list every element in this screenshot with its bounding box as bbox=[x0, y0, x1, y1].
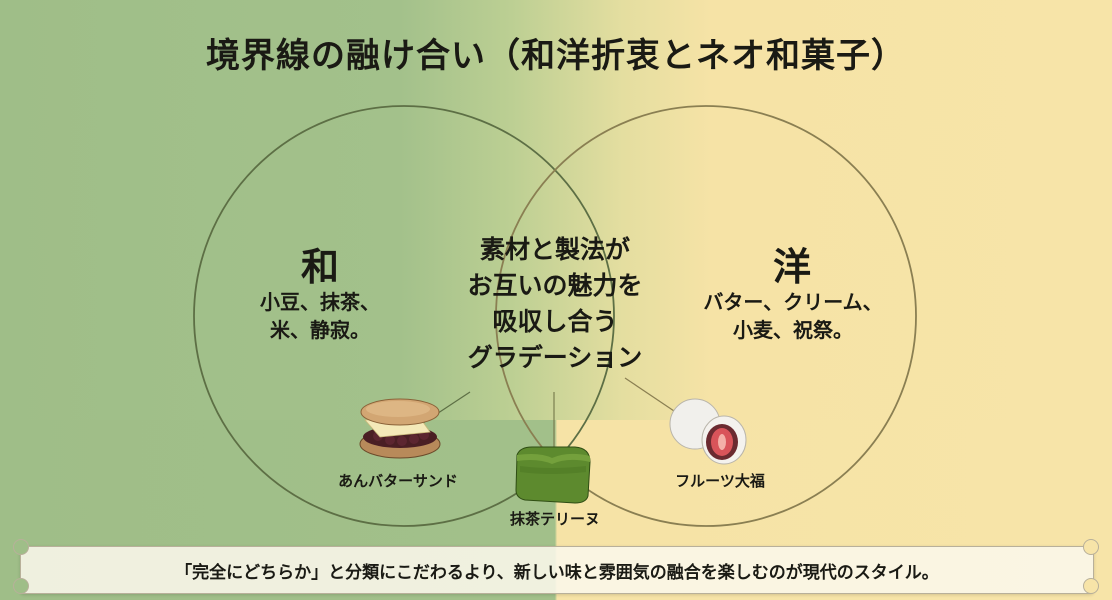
venn-circle-left bbox=[193, 105, 615, 527]
anko-butter-sandwich-icon bbox=[359, 398, 441, 459]
banner-notch-top-left bbox=[13, 539, 29, 555]
overlap-line-4: グラデーション bbox=[467, 343, 643, 372]
left-set-description: 小豆、抹茶、 米、静寂。 bbox=[230, 288, 410, 344]
left-desc-line-1: 小豆、抹茶、 bbox=[260, 290, 380, 314]
summary-banner-text: 「完全にどちらか」と分類にこだわるより、新しい味と雰囲気の融合を楽しむのが現代の… bbox=[175, 563, 939, 583]
banner-notch-top-right bbox=[1083, 539, 1099, 555]
page-title: 境界線の融け合い（和洋折衷とネオ和菓子） bbox=[206, 36, 906, 76]
overlap-description: 素材と製法が お互いの魅力を 吸収し合う グラデーション bbox=[430, 232, 680, 376]
example-label-matcha-terrine: 抹茶テリーヌ bbox=[509, 510, 600, 528]
right-desc-line-1: バター、クリーム、 bbox=[703, 290, 883, 314]
banner-notch-bottom-left bbox=[13, 578, 29, 594]
right-desc-line-2: 小麦、祝祭。 bbox=[733, 318, 853, 342]
overlap-line-3: 吸収し合う bbox=[492, 307, 618, 336]
summary-banner: 「完全にどちらか」と分類にこだわるより、新しい味と雰囲気の融合を楽しむのが現代の… bbox=[20, 546, 1094, 594]
right-set-description: バター、クリーム、 小麦、祝祭。 bbox=[688, 288, 898, 344]
banner-notch-bottom-right bbox=[1083, 578, 1099, 594]
strawberry-daifuku-icon bbox=[669, 398, 747, 465]
overlap-line-2: お互いの魅力を bbox=[467, 271, 643, 300]
left-set-heading: 和 bbox=[300, 244, 339, 289]
example-label-anko-butter-sandwich: あんバターサンド bbox=[338, 472, 458, 490]
right-set-heading: 洋 bbox=[772, 244, 811, 289]
left-desc-line-2: 米、静寂。 bbox=[270, 318, 370, 342]
matcha-terrine-icon bbox=[515, 446, 591, 504]
connector-line-right bbox=[624, 377, 681, 416]
example-label-strawberry-daifuku: フルーツ大福 bbox=[675, 472, 765, 490]
overlap-line-1: 素材と製法が bbox=[479, 235, 630, 264]
venn-circle-right bbox=[495, 105, 917, 527]
